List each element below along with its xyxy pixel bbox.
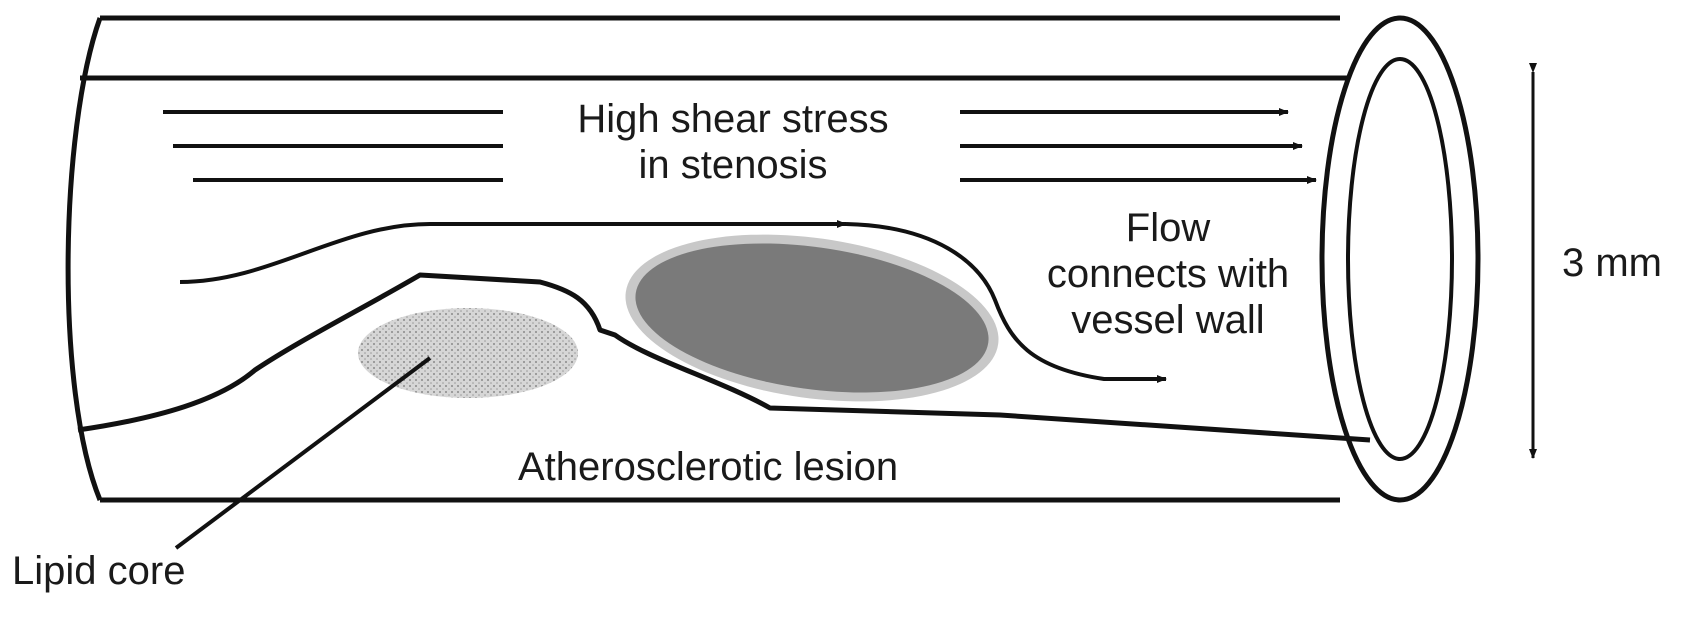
- lesion-label: Atherosclerotic lesion: [518, 445, 899, 489]
- plaque-shape: [635, 243, 989, 393]
- flow-label-line-1: Flow: [1125, 206, 1211, 250]
- flow-label-line-3: vessel wall: [1071, 298, 1265, 342]
- shear-stress-line-1: High shear stress: [577, 97, 889, 141]
- lipid-core-label: Lipid core: [12, 549, 186, 593]
- flow-label: Flow connects with vessel wall: [1028, 205, 1308, 343]
- shear-stress-label: High shear stress in stenosis: [548, 96, 918, 188]
- lesion-outline: [77, 272, 1371, 443]
- lipid-core-shape: [358, 308, 578, 398]
- flow-label-line-2: connects with: [1046, 252, 1290, 296]
- shear-stress-line-2: in stenosis: [638, 143, 828, 187]
- flow-path-arrow: [179, 220, 847, 284]
- vessel-end-lumen: [1346, 57, 1454, 461]
- lipid-core-leader-line: [174, 356, 432, 550]
- vessel-end-outer: [1319, 15, 1481, 503]
- vessel-outline: [65, 15, 1340, 503]
- flow-reattach-arrow: [845, 222, 1167, 383]
- dimension-label: 3 mm: [1562, 241, 1662, 285]
